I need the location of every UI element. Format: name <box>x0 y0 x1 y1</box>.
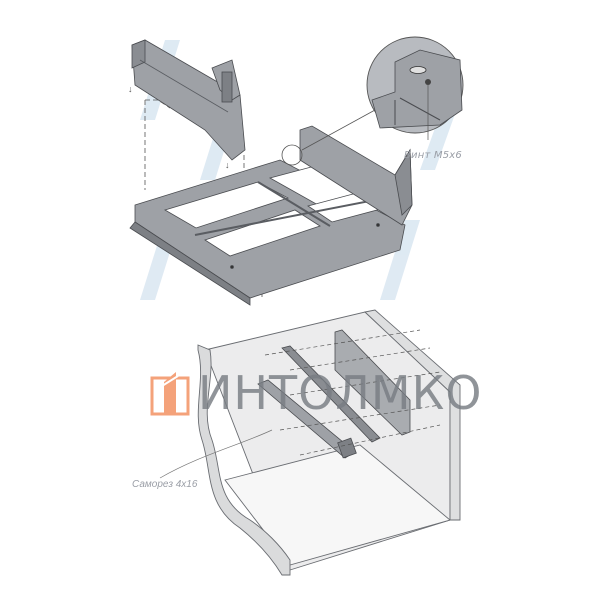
brand-logo-icon <box>150 372 190 416</box>
svg-text:↓: ↓ <box>225 160 230 170</box>
svg-text:↓: ↓ <box>128 84 133 94</box>
screw-m5-label: Винт М5х6 <box>404 150 462 161</box>
drawer-runners <box>257 345 381 459</box>
screw-callout-magnifier <box>281 36 464 166</box>
screw-4x16-label: Саморез 4х16 <box>132 479 198 490</box>
screw-guides <box>264 329 441 456</box>
side-bracket-left <box>131 39 246 161</box>
brand-watermark: ИНТОЛМКО <box>150 368 482 418</box>
brand-name: ИНТОЛМКО <box>198 366 483 420</box>
drawer-back-plate <box>334 329 411 436</box>
drawer-frame <box>129 125 413 306</box>
screw-4x16-leader <box>159 429 273 479</box>
